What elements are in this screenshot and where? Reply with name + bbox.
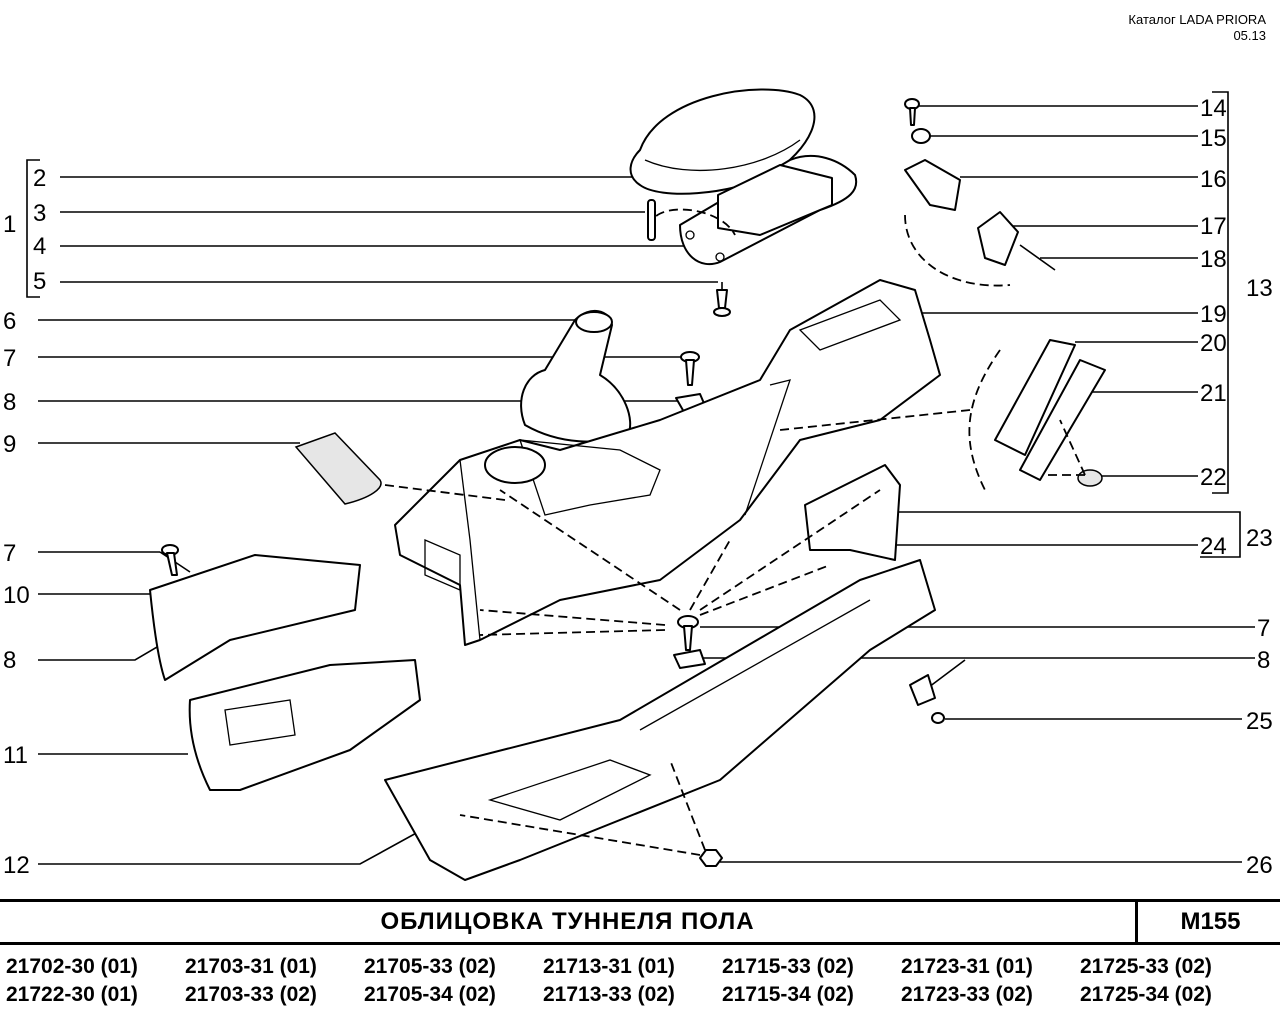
- tunnel-console: [394, 279, 941, 646]
- callout-3: 3: [33, 200, 46, 227]
- callout-17: 17: [1200, 213, 1227, 240]
- model-code: 21705-34 (02): [364, 983, 496, 1006]
- model-code: 21715-33 (02): [722, 955, 854, 978]
- callout-16: 16: [1200, 166, 1227, 193]
- callout-14: 14: [1200, 95, 1227, 122]
- title-bar: ОБЛИЦОВКА ТУННЕЛЯ ПОЛА М155: [0, 899, 1280, 945]
- callout-5: 5: [33, 268, 46, 295]
- exploded-parts-diagram: 1 2 3 4 5 6 7 8 9 7 10 8 11 12 14 15 16 …: [3, 88, 1273, 881]
- model-code: 21713-31 (01): [543, 955, 675, 978]
- callout-7-left: 7: [3, 540, 16, 567]
- bracket-13: [1212, 91, 1229, 494]
- catalog-date: 05.13: [1233, 28, 1266, 43]
- screw-25: [909, 674, 945, 724]
- side-panel-10: [149, 544, 361, 681]
- callout-18: 18: [1200, 246, 1227, 273]
- mat-insert: [294, 432, 382, 505]
- armrest-base: [649, 155, 858, 266]
- callout-9: 9: [3, 431, 16, 458]
- model-code: 21713-33 (02): [543, 983, 675, 1006]
- gear-boot: [520, 310, 632, 443]
- pin-3: [647, 199, 656, 241]
- callout-7-top: 7: [3, 345, 16, 372]
- group-brackets: [26, 91, 1241, 558]
- model-row: 21722-30 (01) 21703-33 (02) 21705-34 (02…: [0, 981, 1280, 1009]
- model-list: 21702-30 (01) 21703-31 (01) 21705-33 (02…: [0, 953, 1280, 1009]
- callout-21: 21: [1200, 380, 1227, 407]
- bracket-23: [890, 511, 1241, 558]
- page-code: М155: [1135, 902, 1280, 942]
- callout-20: 20: [1200, 330, 1227, 357]
- model-code: 21722-30 (01): [6, 983, 138, 1006]
- callout-7-right: 7: [1257, 615, 1270, 642]
- model-code: 21702-30 (01): [6, 955, 138, 978]
- callout-11: 11: [3, 742, 28, 769]
- callout-19: 19: [1200, 301, 1227, 328]
- model-code: 21723-33 (02): [901, 983, 1033, 1006]
- callout-6: 6: [3, 308, 16, 335]
- model-code: 21723-31 (01): [901, 955, 1033, 978]
- callout-8-left: 8: [3, 647, 16, 674]
- callout-22: 22: [1200, 464, 1227, 491]
- leader-lines: [38, 105, 1255, 865]
- callout-13: 13: [1246, 275, 1273, 302]
- callout-8-top: 8: [3, 389, 16, 416]
- bracket-1: [26, 159, 40, 298]
- rail-parts: [968, 339, 1106, 491]
- screw-7-top: [680, 351, 700, 386]
- armrest-lid: [629, 88, 816, 195]
- model-code: 21705-33 (02): [364, 955, 496, 978]
- callout-25: 25: [1246, 708, 1273, 735]
- model-code: 21725-33 (02): [1080, 955, 1212, 978]
- callout-23: 23: [1246, 525, 1273, 552]
- callout-24: 24: [1200, 533, 1227, 560]
- left-callouts: 1 2 3 4 5 6 7 8 9 7 10 8 11 12: [3, 165, 46, 879]
- side-trim-11: [188, 659, 421, 791]
- model-code: 21703-31 (01): [185, 955, 317, 978]
- screw-7-center: [673, 615, 706, 669]
- callout-26: 26: [1246, 852, 1273, 879]
- catalog-header: Каталог LADA PRIORA 05.13: [1128, 12, 1266, 44]
- model-row: 21702-30 (01) 21703-31 (01) 21705-33 (02…: [0, 953, 1280, 981]
- floor-tray-12: [384, 559, 936, 881]
- right-callouts: 14 15 16 17 18 13 19 20 21 22 23 24 7 8 …: [1200, 95, 1273, 879]
- callout-12: 12: [3, 852, 30, 879]
- diagram-title: ОБЛИЦОВКА ТУННЕЛЯ ПОЛА: [380, 908, 755, 935]
- model-code: 21703-33 (02): [185, 983, 317, 1006]
- bracket-24: [804, 464, 901, 561]
- catalog-name: Каталог LADA PRIORA: [1128, 12, 1266, 27]
- model-code: 21725-34 (02): [1080, 983, 1212, 1006]
- callout-8-right: 8: [1257, 647, 1270, 674]
- callout-4: 4: [33, 233, 46, 260]
- assembly-arrows: [384, 409, 1086, 856]
- callout-2: 2: [33, 165, 46, 192]
- model-code: 21715-34 (02): [722, 983, 854, 1006]
- callout-10: 10: [3, 582, 30, 609]
- callout-1: 1: [3, 211, 16, 238]
- screw-5: [713, 289, 731, 317]
- switch-assembly: [904, 98, 1056, 287]
- nut-26: [699, 849, 723, 867]
- callout-15: 15: [1200, 125, 1227, 152]
